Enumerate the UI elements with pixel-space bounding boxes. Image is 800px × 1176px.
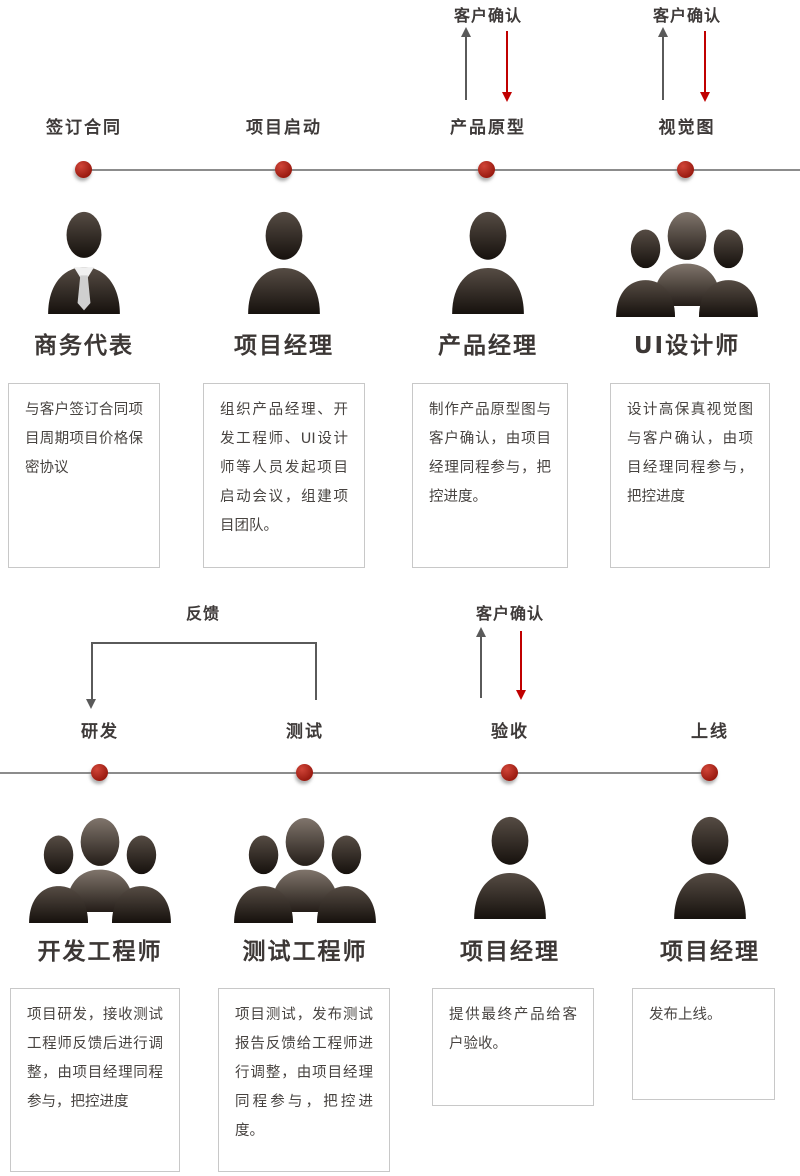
- role-label: 开发工程师: [37, 939, 163, 965]
- role-label: 测试工程师: [242, 939, 368, 965]
- person-icon: [238, 211, 330, 314]
- feedback-arrow: [86, 642, 317, 709]
- arrow-up-icon: [461, 27, 471, 100]
- description-box: 组织产品经理、开发工程师、UI设计师等人员发起项目启动会议，组建项目团队。: [203, 383, 365, 568]
- description-box: 项目研发，接收测试工程师反馈后进行调整，由项目经理同程参与，把控进度: [10, 988, 180, 1172]
- stage-label: 项目启动: [246, 118, 322, 138]
- arrow-down-icon: [502, 31, 512, 102]
- stage-label: 研发: [81, 722, 119, 742]
- stage-label: 产品原型: [450, 118, 526, 138]
- person-icon: [464, 816, 556, 919]
- stage-label: 签订合同: [46, 118, 122, 138]
- role-label: UI设计师: [633, 333, 741, 359]
- customer-confirm-label: 客户确认: [652, 6, 722, 25]
- timeline-top: [76, 169, 800, 171]
- arrow-up-icon: [658, 27, 668, 100]
- timeline-dot: [296, 764, 313, 781]
- person-icon: [664, 816, 756, 919]
- arrow-down-icon: [516, 631, 526, 700]
- description-box: 与客户签订合同项目周期项目价格保密协议: [8, 383, 160, 568]
- feedback-label: 反馈: [185, 604, 221, 623]
- timeline-dot: [501, 764, 518, 781]
- timeline-dot: [91, 764, 108, 781]
- role-label: 项目经理: [234, 333, 334, 359]
- stage-label: 测试: [286, 722, 324, 742]
- timeline-dot: [275, 161, 292, 178]
- customer-confirm-label: 客户确认: [475, 604, 545, 623]
- timeline-bottom: [0, 772, 716, 774]
- group-icon: [231, 818, 379, 923]
- description-box: 制作产品原型图与客户确认，由项目经理同程参与，把控进度。: [412, 383, 568, 568]
- person-tie-icon: [38, 211, 130, 314]
- customer-confirm-label: 客户确认: [453, 6, 523, 25]
- arrow-down-icon: [700, 31, 710, 102]
- stage-label: 上线: [691, 722, 729, 742]
- role-label: 产品经理: [438, 333, 538, 359]
- role-label: 商务代表: [34, 333, 134, 359]
- description-box: 发布上线。: [632, 988, 775, 1100]
- timeline-dot: [701, 764, 718, 781]
- person-icon: [442, 211, 534, 314]
- group-icon: [26, 818, 174, 923]
- group-icon: [613, 212, 761, 317]
- stage-label: 验收: [491, 722, 529, 742]
- arrow-up-icon: [476, 627, 486, 698]
- description-box: 提供最终产品给客户验收。: [432, 988, 594, 1106]
- role-label: 项目经理: [660, 939, 760, 965]
- timeline-dot: [677, 161, 694, 178]
- timeline-dot: [478, 161, 495, 178]
- role-label: 项目经理: [460, 939, 560, 965]
- stage-label: 视觉图: [658, 118, 716, 138]
- timeline-dot: [75, 161, 92, 178]
- description-box: 项目测试，发布测试报告反馈给工程师进行调整，由项目经理同程参与，把控进度。: [218, 988, 390, 1172]
- description-box: 设计高保真视觉图与客户确认，由项目经理同程参与，把控进度: [610, 383, 770, 568]
